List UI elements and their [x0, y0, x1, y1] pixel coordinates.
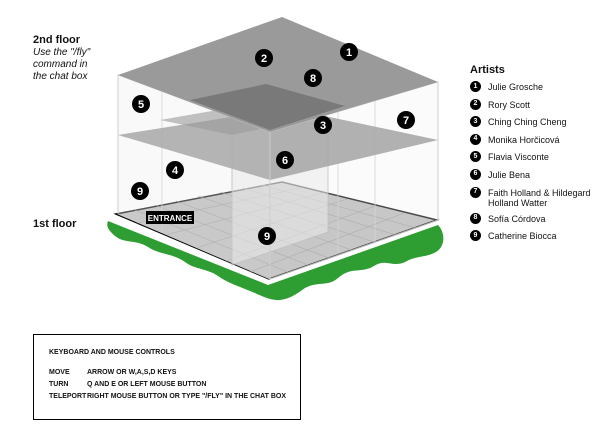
number-badge: 1	[470, 81, 481, 92]
room-markers: 1 2 3 4 5 6 7 8 9 9	[131, 43, 415, 245]
control-value: RIGHT MOUSE BUTTON OR TYPE "/FLY" IN THE…	[87, 393, 287, 400]
grass-terrain	[107, 221, 444, 301]
control-value: Q AND E OR LEFT MOUSE BUTTON	[87, 381, 207, 388]
entrance-marker	[146, 211, 194, 224]
artist-name: Julie Grosche	[488, 82, 544, 92]
room-marker: 7	[397, 111, 415, 129]
control-key: TELEPORT	[49, 393, 87, 400]
legend-item: 1 Julie Grosche	[470, 81, 600, 100]
control-row-move: MOVE ARROW OR W,A,S,D KEYS	[49, 369, 300, 381]
legend-item: 4 Monika Horčicová	[470, 133, 600, 153]
artist-name: Sofía Córdova	[488, 213, 546, 224]
number-badge: 9	[470, 230, 481, 242]
artist-name: Monika Horčicová	[488, 134, 560, 145]
legend-item: 3 Ching Ching Cheng	[470, 116, 600, 135]
control-row-turn: TURN Q AND E OR LEFT MOUSE BUTTON	[49, 381, 300, 393]
number-badge: 5	[470, 151, 481, 163]
number-badge: 8	[470, 212, 481, 224]
number-badge: 3	[470, 116, 481, 128]
room-marker: 9	[258, 227, 276, 245]
room-marker: 3	[314, 116, 332, 134]
number-badge: 6	[470, 168, 481, 180]
top-inner-slab	[190, 84, 345, 130]
number-badge: 7	[470, 186, 481, 198]
room-marker: 4	[166, 161, 184, 179]
control-value: ARROW OR W,A,S,D KEYS	[87, 369, 177, 376]
svg-text:6: 6	[282, 155, 288, 167]
legend-item: 7 Faith Holland & Hildegard Holland Watte…	[470, 186, 600, 214]
room-marker: 9	[131, 182, 149, 200]
number-badge: 2	[470, 98, 481, 110]
legend-item: 6 Julie Bena	[470, 168, 600, 188]
second-floor-note: Use the "/fly" command in the chat box	[33, 47, 91, 82]
artist-name: Faith Holland & Hildegard Holland Watter	[488, 187, 591, 208]
artist-name: Ching Ching Cheng	[488, 117, 567, 128]
legend-item: 9 Catherine Biocca	[470, 230, 600, 249]
room-marker: 5	[132, 95, 150, 113]
artist-name: Flavia Visconte	[488, 152, 549, 163]
entrance-label: ENTRANCE	[148, 214, 193, 223]
room-marker: 6	[276, 151, 294, 169]
svg-text:9: 9	[137, 186, 143, 198]
number-badge: 4	[470, 133, 481, 145]
svg-text:2: 2	[261, 53, 267, 65]
legend-item: 8 Sofía Córdova	[470, 212, 600, 232]
second-floor-label: 2nd floor	[33, 34, 81, 46]
artists-legend: 1 Julie Grosche 2 Rory Scott 3 Ching Ching …	[470, 81, 600, 249]
svg-text:5: 5	[138, 99, 144, 111]
controls-title: KEYBOARD AND MOUSE CONTROLS	[49, 349, 175, 356]
control-key: MOVE	[49, 369, 70, 376]
artists-title: Artists	[470, 64, 505, 76]
svg-text:7: 7	[403, 115, 409, 127]
legend-item: 2 Rory Scott	[470, 98, 600, 118]
room-marker: 1	[340, 43, 358, 61]
artist-name: Julie Bena	[488, 169, 531, 180]
svg-text:9: 9	[264, 231, 270, 243]
svg-text:3: 3	[320, 120, 326, 132]
svg-text:8: 8	[310, 73, 316, 85]
svg-text:1: 1	[346, 47, 352, 59]
room-marker: 2	[255, 49, 273, 67]
svg-text:4: 4	[172, 165, 179, 177]
legend-item: 5 Flavia Visconte	[470, 151, 600, 170]
artist-name: Catherine Biocca	[488, 231, 557, 242]
first-floor-label: 1st floor	[33, 218, 77, 230]
room-marker: 8	[304, 69, 322, 87]
controls-box: KEYBOARD AND MOUSE CONTROLS MOVE ARROW OR…	[33, 334, 301, 420]
artist-name: Rory Scott	[488, 99, 531, 110]
control-key: TURN	[49, 381, 69, 388]
top-floor-slab	[118, 17, 438, 132]
